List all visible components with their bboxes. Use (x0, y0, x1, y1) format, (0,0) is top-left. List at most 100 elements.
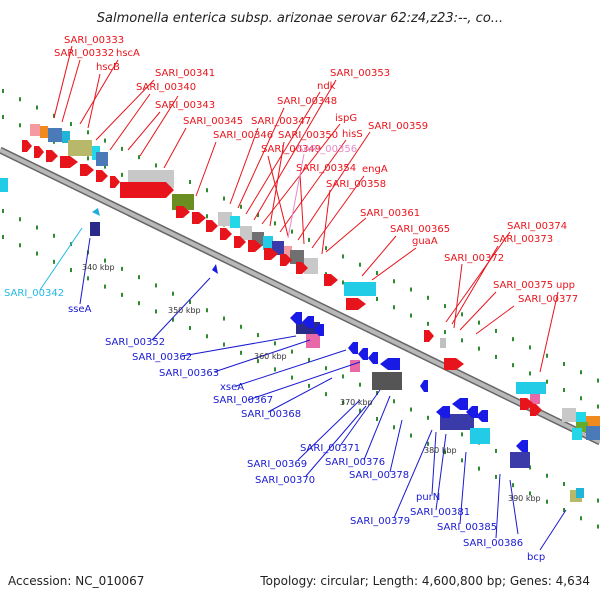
gene-arrow (516, 440, 528, 452)
tick-mark (274, 367, 276, 372)
gene-arrow (466, 406, 478, 418)
tick-mark (291, 375, 293, 380)
tick-mark (36, 251, 38, 256)
tick-mark (240, 350, 242, 355)
gene-label-pseudo: SARI_00356 (297, 144, 357, 155)
feature-block (440, 338, 446, 348)
tick-mark (546, 499, 548, 504)
gene-label: bcp (527, 552, 545, 563)
tick-mark (529, 371, 531, 376)
gene-label: SARI_00370 (255, 475, 315, 486)
forward-gene-arrows (22, 140, 542, 416)
feature-block (586, 416, 600, 428)
gene-label: SARI_00359 (368, 121, 428, 132)
gene-arrow (280, 254, 292, 266)
leader-line (163, 127, 187, 169)
gene-label: SARI_00349 (261, 144, 321, 155)
tick-mark (376, 416, 378, 421)
tick-mark (257, 359, 259, 364)
tick-mark (597, 524, 599, 529)
tick-mark (410, 287, 412, 292)
tick-mark (138, 155, 140, 160)
tick-mark (512, 337, 514, 342)
tick-mark (155, 309, 157, 314)
leader-line (361, 235, 397, 277)
scale-labels: 340 kbp 350 kbp 360 kbp 370 kbp 380 kbp … (82, 263, 541, 503)
leader-line (279, 139, 347, 233)
leader-line (195, 141, 217, 197)
tick-mark (2, 114, 4, 119)
leader-line (229, 127, 259, 205)
gene-label: hisS (342, 129, 363, 140)
tick-mark (512, 363, 514, 368)
feature-block (240, 226, 252, 240)
gene-arrow (436, 406, 450, 418)
tick-mark (410, 433, 412, 438)
tick-mark (2, 234, 4, 239)
leader-line (139, 95, 179, 157)
gene-label: SARI_00333 (64, 35, 124, 46)
tick-mark (138, 301, 140, 306)
tick-mark (189, 179, 191, 184)
feature-block (572, 428, 582, 440)
tick-mark (70, 122, 72, 127)
gene-arrow (176, 206, 190, 218)
gene-label: hscB (96, 62, 120, 73)
leader-line (61, 59, 81, 123)
leader-line (53, 45, 73, 119)
gene-label: SARI_00365 (390, 224, 450, 235)
tick-marks (2, 88, 599, 529)
tick-mark (478, 466, 480, 471)
leader-line (305, 405, 367, 477)
gene-arrow (22, 140, 32, 152)
gene-label: engA (362, 164, 388, 175)
gene-label: hscA (116, 48, 140, 59)
gene-label: SARI_00362 (132, 352, 192, 363)
leader-line (389, 419, 403, 473)
tick-mark (325, 392, 327, 397)
topology-text: Topology: circular; Length: 4,600,800 bp… (259, 574, 590, 588)
feature-block (576, 422, 588, 432)
tick-mark (546, 353, 548, 358)
feature-block (576, 412, 586, 424)
leader-line (181, 335, 297, 357)
gene-arrow (248, 240, 262, 252)
leader-line (127, 111, 161, 151)
feature-block (40, 126, 48, 138)
tick-mark (342, 254, 344, 259)
gene-arrow (324, 274, 338, 286)
scale-label: 340 kbp (82, 263, 115, 272)
leader-line (267, 155, 289, 237)
tick-mark (240, 204, 242, 209)
gene-label: SARI_00367 (213, 395, 273, 406)
leader-line (371, 247, 417, 281)
leader-line (495, 473, 501, 539)
tick-mark (121, 266, 123, 271)
feature-block (530, 394, 540, 404)
tick-mark (87, 156, 89, 161)
tick-mark (393, 425, 395, 430)
tick-mark (19, 123, 21, 128)
gene-arrow (420, 380, 428, 392)
tick-mark (291, 229, 293, 234)
tick-mark (597, 498, 599, 503)
tick-mark (87, 276, 89, 281)
gene-label: SARI_00368 (241, 409, 301, 420)
gene-arrow (380, 358, 400, 370)
tick-mark (121, 172, 123, 177)
tick-mark (104, 284, 106, 289)
tick-mark (427, 441, 429, 446)
tick-mark (461, 338, 463, 343)
gene-label: SARI_00373 (493, 234, 553, 245)
tick-mark (325, 246, 327, 251)
leader-line (253, 79, 337, 221)
leader-line (297, 131, 371, 241)
gene-label: SARI_00343 (155, 100, 215, 111)
tick-mark (274, 221, 276, 226)
tick-mark (427, 415, 429, 420)
gene-arrow (296, 262, 308, 274)
gene-label: SARI_00354 (296, 163, 356, 174)
genome-backbone (0, 146, 600, 446)
tick-mark (461, 312, 463, 317)
tick-mark (19, 97, 21, 102)
